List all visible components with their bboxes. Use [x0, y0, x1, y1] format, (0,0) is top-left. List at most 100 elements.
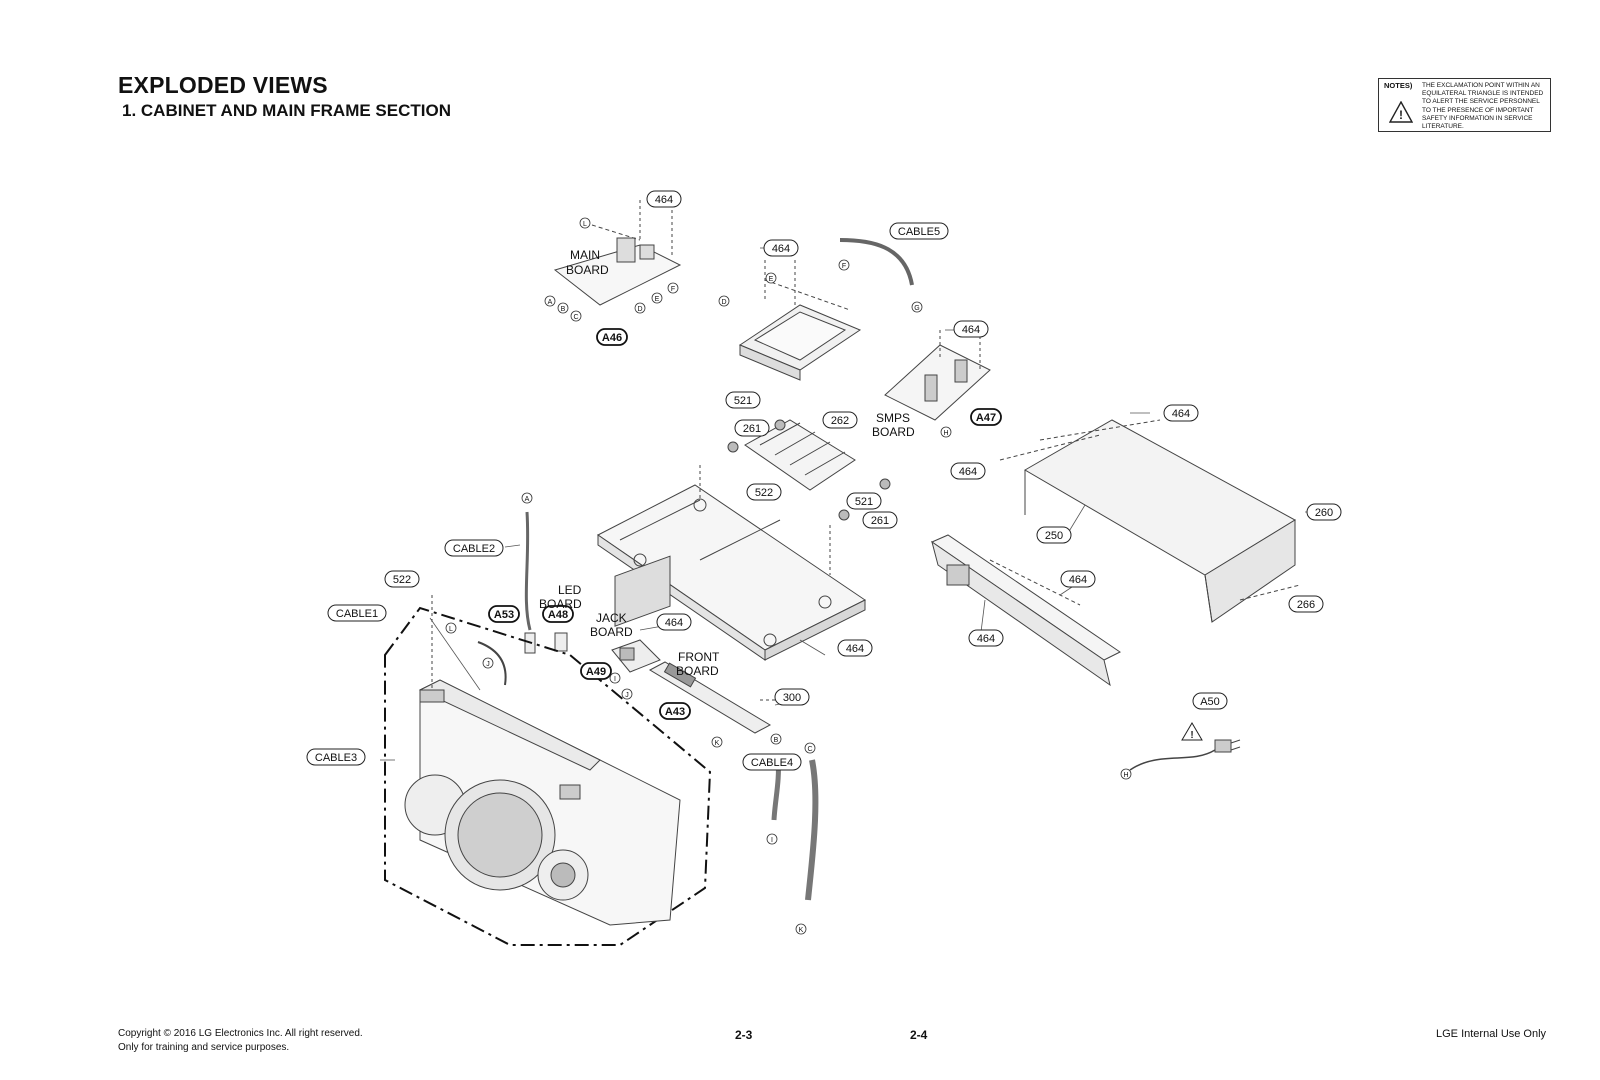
part-callout-464: 464: [837, 639, 873, 657]
warning-triangle-icon: !: [1389, 101, 1413, 123]
svg-text:A47: A47: [976, 412, 996, 424]
svg-text:464: 464: [1069, 574, 1087, 586]
connector-e: E: [651, 292, 663, 304]
svg-text:F: F: [842, 263, 846, 270]
main-board-drawing: [553, 200, 682, 306]
part-callout-261: 261: [734, 419, 770, 437]
svg-text:CABLE5: CABLE5: [898, 226, 940, 238]
svg-text:E: E: [769, 276, 774, 283]
front-board-drawing: [648, 661, 790, 734]
disc-loader-drawing: [738, 260, 862, 381]
board-name-label: JACK: [596, 611, 627, 625]
svg-text:522: 522: [393, 574, 411, 586]
svg-text:H: H: [943, 430, 948, 437]
svg-text:261: 261: [743, 423, 761, 435]
page-title: EXPLODED VIEWS: [118, 72, 328, 98]
svg-text:464: 464: [959, 466, 977, 478]
board-name-label: BOARD: [676, 664, 719, 678]
part-callout-464: 464: [953, 320, 989, 338]
svg-text:B: B: [561, 306, 566, 313]
svg-text:C: C: [807, 746, 812, 753]
svg-text:J: J: [486, 661, 490, 668]
svg-text:A: A: [525, 496, 530, 503]
assembly-callout-a43: A43: [659, 702, 691, 720]
part-callout-464: 464: [656, 613, 692, 631]
part-callout-522: 522: [384, 570, 420, 588]
led-board-drawing: [554, 632, 568, 652]
internal-use-text: LGE Internal Use Only: [1436, 1028, 1547, 1040]
svg-text:L: L: [583, 221, 587, 228]
board-name-label: BOARD: [566, 263, 609, 277]
connector-a: A: [521, 492, 533, 504]
part-callout-464: 464: [968, 629, 1004, 647]
svg-text:!: !: [1399, 108, 1403, 122]
connector-b: B: [557, 302, 569, 314]
notes-label: NOTES): [1384, 81, 1413, 90]
connector-g: G: [911, 301, 923, 313]
part-callout-464: 464: [1060, 570, 1096, 588]
board-name-label: SMPS: [876, 411, 910, 425]
svg-text:464: 464: [846, 643, 864, 655]
part-callout-521: 521: [725, 391, 761, 409]
connector-a: A: [544, 295, 556, 307]
part-callout-cable3: CABLE3: [306, 748, 366, 766]
part-callout-cable1: CABLE1: [327, 604, 387, 622]
svg-text:K: K: [715, 740, 720, 747]
smps-board-drawing: [884, 330, 991, 421]
training-text: Only for training and service purposes.: [118, 1042, 290, 1053]
cable2-drawing: [524, 511, 532, 631]
svg-text:464: 464: [977, 633, 995, 645]
assembly-callout-a49: A49: [580, 662, 612, 680]
part-callout-cable5: CABLE5: [889, 222, 949, 240]
front-cabinet-a50-drawing: [384, 555, 712, 946]
part-callout-464: 464: [763, 239, 799, 257]
svg-text:I: I: [771, 837, 773, 844]
connector-k: K: [795, 923, 807, 935]
part-callout-260: 260: [1306, 503, 1342, 521]
part-number-callouts: 464464CABLE54645212612624644645225212612…: [306, 190, 1342, 771]
svg-text:I: I: [614, 676, 616, 683]
board-name-label: FRONT: [678, 650, 720, 664]
svg-text:250: 250: [1045, 530, 1063, 542]
part-callout-464: 464: [646, 190, 682, 208]
svg-text:A49: A49: [586, 666, 606, 678]
svg-text:CABLE3: CABLE3: [315, 752, 357, 764]
svg-text:D: D: [721, 299, 726, 306]
svg-text:464: 464: [962, 324, 980, 336]
assembly-callout-a48: A48: [542, 605, 574, 623]
cable5-drawing: [839, 238, 914, 286]
svg-text:300: 300: [783, 692, 801, 704]
svg-text:!: !: [1190, 730, 1193, 741]
part-callout-522: 522: [746, 483, 782, 501]
part-callout-266: 266: [1288, 595, 1324, 613]
page-number-left: 2-3: [735, 1028, 753, 1042]
connector-f: F: [667, 282, 679, 294]
board-name-label: BOARD: [590, 625, 633, 639]
part-callout-521: 521: [846, 492, 882, 510]
connector-d: D: [718, 295, 730, 307]
svg-text:B: B: [774, 737, 779, 744]
svg-text:464: 464: [665, 617, 683, 629]
svg-text:521: 521: [855, 496, 873, 508]
svg-text:D: D: [637, 306, 642, 313]
part-callout-a50: A50: [1192, 692, 1228, 710]
section-title: 1. CABINET AND MAIN FRAME SECTION: [122, 101, 451, 120]
board-name-label: LED: [558, 583, 582, 597]
svg-text:L: L: [449, 626, 453, 633]
svg-text:K: K: [799, 927, 804, 934]
copyright-text: Copyright © 2016 LG Electronics Inc. All…: [118, 1028, 363, 1039]
connector-b: B: [770, 733, 782, 745]
cable4-drawing: [805, 759, 819, 901]
power-cord-300-drawing: !: [1129, 722, 1241, 771]
assembly-callout-a47: A47: [970, 408, 1002, 426]
connector-c: C: [804, 742, 816, 754]
part-callout-464: 464: [950, 462, 986, 480]
svg-text:A50: A50: [1200, 696, 1220, 708]
page-number-right: 2-4: [910, 1028, 928, 1042]
svg-text:A48: A48: [548, 609, 568, 621]
svg-text:A43: A43: [665, 706, 685, 718]
svg-text:522: 522: [755, 487, 773, 499]
